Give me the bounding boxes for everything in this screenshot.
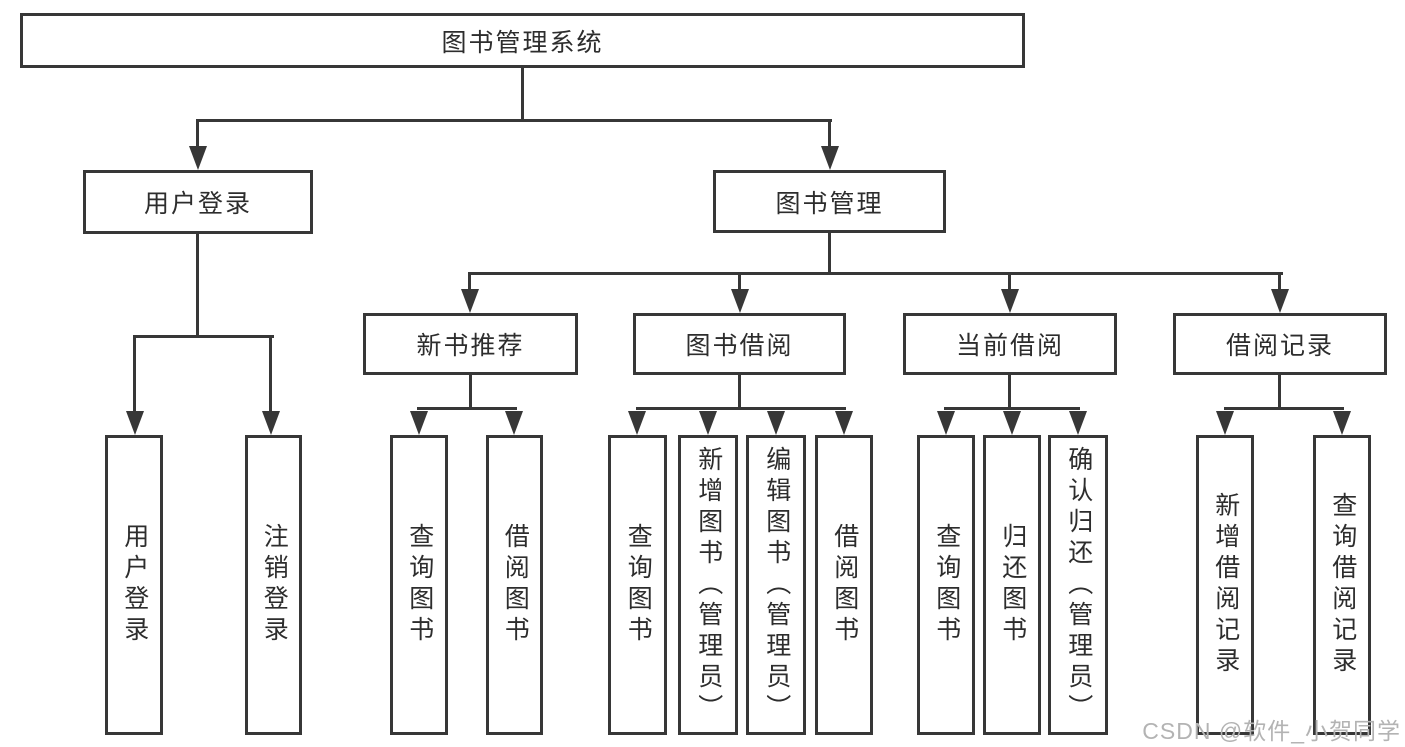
leaf-label: 借阅图书 — [830, 523, 859, 647]
connector — [1278, 272, 1281, 292]
arrowhead — [1333, 411, 1351, 435]
arrowhead — [1001, 289, 1019, 313]
connector — [269, 335, 272, 414]
leaf-label: 新增图书（管理员） — [694, 445, 723, 725]
connector — [1278, 375, 1281, 410]
connector — [738, 272, 741, 292]
node-label: 当前借阅 — [955, 332, 1064, 360]
node-label: 借阅记录 — [1225, 332, 1334, 360]
leaf-edit-books-admin: 编辑图书（管理员） — [746, 435, 806, 735]
arrowhead — [1216, 411, 1234, 435]
arrowhead — [410, 411, 428, 435]
leaf-user-login: 用户登录 — [105, 435, 163, 735]
arrowhead — [699, 411, 717, 435]
leaf-return-books: 归还图书 — [983, 435, 1041, 735]
leaf-label: 借阅图书 — [501, 523, 530, 647]
node-label: 新书推荐 — [416, 332, 525, 360]
connector — [521, 68, 524, 122]
connector — [1224, 407, 1344, 410]
arrowhead — [126, 411, 144, 435]
arrowhead — [835, 411, 853, 435]
node-user-login: 用户登录 — [83, 170, 313, 234]
leaf-confirm-return-admin: 确认归还（管理员） — [1048, 435, 1108, 735]
connector — [196, 119, 199, 150]
connector — [468, 272, 471, 292]
connector — [828, 119, 831, 150]
arrowhead — [1069, 411, 1087, 435]
leaf-label: 确认归还（管理员） — [1064, 445, 1093, 725]
connector — [417, 407, 517, 410]
leaf-add-borrow-record: 新增借阅记录 — [1196, 435, 1254, 735]
leaf-label: 新增借阅记录 — [1211, 492, 1240, 678]
node-label: 用户登录 — [143, 190, 252, 218]
leaf-query-books-recommend: 查询图书 — [390, 435, 448, 735]
csdn-watermark: CSDN @软件_小贺同学 — [1142, 718, 1401, 744]
leaf-add-books-admin: 新增图书（管理员） — [678, 435, 738, 735]
connector — [196, 119, 832, 122]
arrowhead — [731, 289, 749, 313]
node-root-library-system: 图书管理系统 — [20, 13, 1025, 68]
arrowhead — [262, 411, 280, 435]
arrowhead — [189, 146, 207, 170]
leaf-label: 注销登录 — [260, 523, 289, 647]
node-label: 图书借阅 — [685, 332, 794, 360]
connector — [828, 233, 831, 275]
connector — [1008, 272, 1011, 292]
node-label: 图书管理 — [775, 189, 884, 218]
leaf-logout: 注销登录 — [245, 435, 302, 735]
arrowhead — [937, 411, 955, 435]
arrowhead — [821, 146, 839, 170]
leaf-label: 归还图书 — [998, 523, 1027, 647]
node-borrowing-records: 借阅记录 — [1173, 313, 1387, 375]
connector — [133, 335, 274, 338]
leaf-query-books-borrowing: 查询图书 — [608, 435, 667, 735]
connector — [469, 272, 1283, 275]
connector — [469, 375, 472, 410]
leaf-borrow-books: 借阅图书 — [815, 435, 873, 735]
connector — [196, 234, 199, 338]
arrowhead — [461, 289, 479, 313]
arrowhead — [767, 411, 785, 435]
leaf-label: 查询图书 — [932, 523, 961, 647]
leaf-label: 查询图书 — [405, 523, 434, 647]
arrowhead — [1003, 411, 1021, 435]
node-new-book-recommendation: 新书推荐 — [363, 313, 578, 375]
leaf-query-borrow-record: 查询借阅记录 — [1313, 435, 1371, 735]
leaf-label: 用户登录 — [120, 523, 149, 647]
leaf-borrow-books-recommend: 借阅图书 — [486, 435, 543, 735]
arrowhead — [628, 411, 646, 435]
node-book-management: 图书管理 — [713, 170, 946, 233]
node-current-borrowing: 当前借阅 — [903, 313, 1117, 375]
connector — [636, 407, 846, 410]
connector — [133, 335, 136, 414]
connector — [738, 375, 741, 410]
arrowhead — [505, 411, 523, 435]
node-book-borrowing: 图书借阅 — [633, 313, 846, 375]
leaf-label: 查询借阅记录 — [1328, 492, 1357, 678]
leaf-label: 查询图书 — [624, 523, 653, 647]
connector — [944, 407, 1080, 410]
leaf-label: 编辑图书（管理员） — [762, 445, 791, 725]
node-label: 图书管理系统 — [441, 28, 604, 57]
leaf-query-books-current: 查询图书 — [917, 435, 975, 735]
connector — [1008, 375, 1011, 410]
arrowhead — [1271, 289, 1289, 313]
